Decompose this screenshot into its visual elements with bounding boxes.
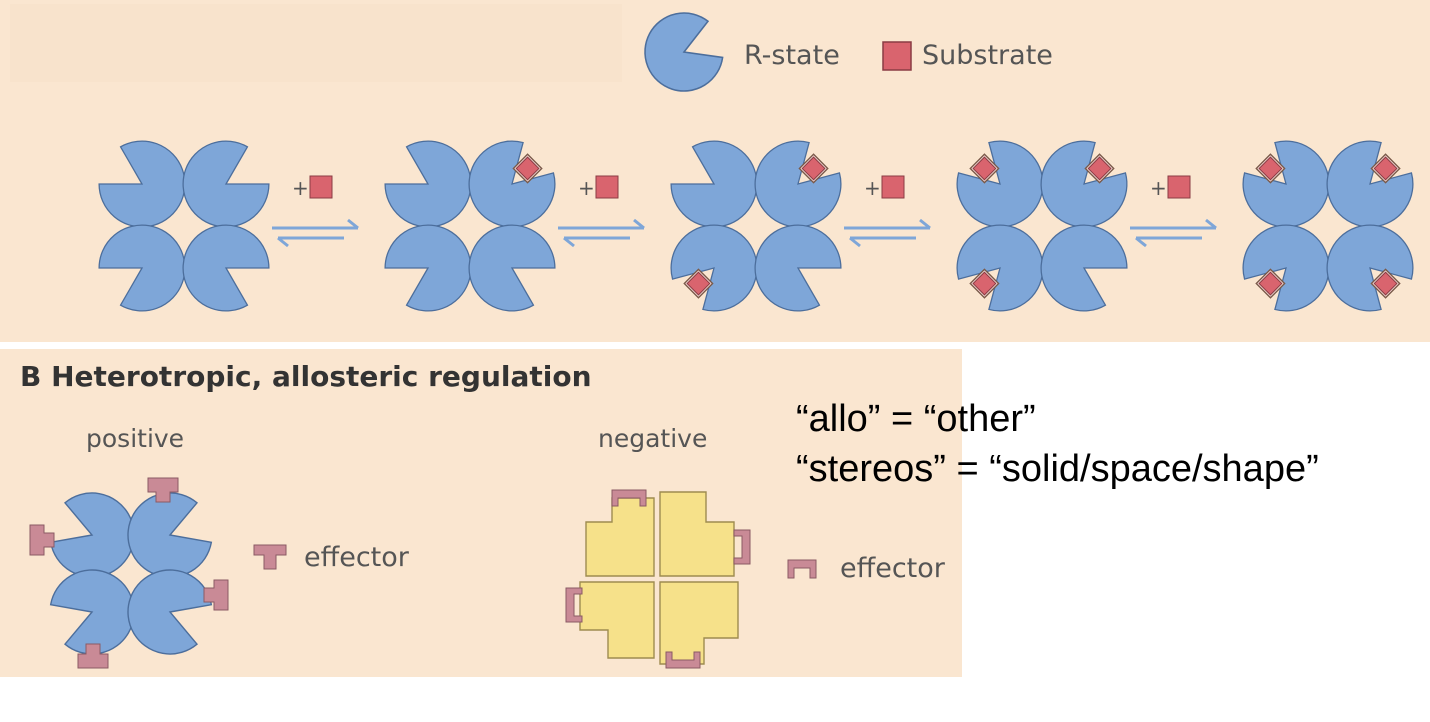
panel-b-heading: B Heterotropic, allosteric regulation [20,360,592,393]
tetramer-state-1 [87,127,281,325]
forward-arrow [272,218,359,230]
forward-arrow [844,218,931,230]
effector-shape-3 [203,579,229,611]
t-shape-effector-icon [253,544,287,570]
substrate-icon [882,41,912,71]
tetramer-sequence [87,126,1428,326]
effector-shape-4 [77,643,109,669]
equilibrium-step-4: + [1130,175,1217,248]
tetramer-state-3 [656,126,856,326]
plus-sign: + [1150,176,1167,200]
positive-regulation-tetramer [29,477,229,669]
r-state-subunit [452,208,567,325]
equilibrium-step-3: + [844,175,931,248]
equilibrium-step-1: + [272,175,359,248]
r-state-subunit [738,208,853,325]
tetramer-state-4 [942,126,1142,326]
plus-sign: + [864,176,881,200]
r-state-icon [632,2,731,104]
reverse-arrow [563,236,630,248]
plus-sign: + [292,176,309,200]
r-state-subunit [1308,206,1428,326]
forward-arrow [1130,218,1217,230]
r-state-label: R-state [744,40,840,71]
note-allo: “allo” = “other” [796,398,1036,440]
forward-arrow [558,218,645,230]
reverse-arrow [849,236,916,248]
title-cover [10,4,622,82]
r-state-subunit [1024,208,1139,325]
plus-sign: + [578,176,595,200]
positive-effector-label: effector [304,542,409,573]
substrate-icon [595,175,619,199]
negative-label: negative [598,424,708,453]
effector-shape-2 [29,524,55,556]
reverse-arrow [277,236,344,248]
note-stereos: “stereos” = “solid/space/shape” [796,448,1319,490]
equilibrium-step-2: + [558,175,645,248]
substrate-icon [881,175,905,199]
r-state-subunit [166,208,281,325]
negative-effector-label: effector [840,553,945,584]
substrate-icon [1167,175,1191,199]
substrate-label: Substrate [922,40,1053,71]
substrate-icon [309,175,333,199]
negative-regulation-tetramer [565,489,751,669]
tetramer-state-5 [1228,126,1428,326]
effector-shape-1 [147,477,179,503]
bracket-effector-icon [787,559,817,579]
equilibrium-arrows: + + + + [272,175,1217,248]
positive-label: positive [86,424,185,453]
tetramer-state-2 [373,126,570,325]
reverse-arrow [1135,236,1202,248]
